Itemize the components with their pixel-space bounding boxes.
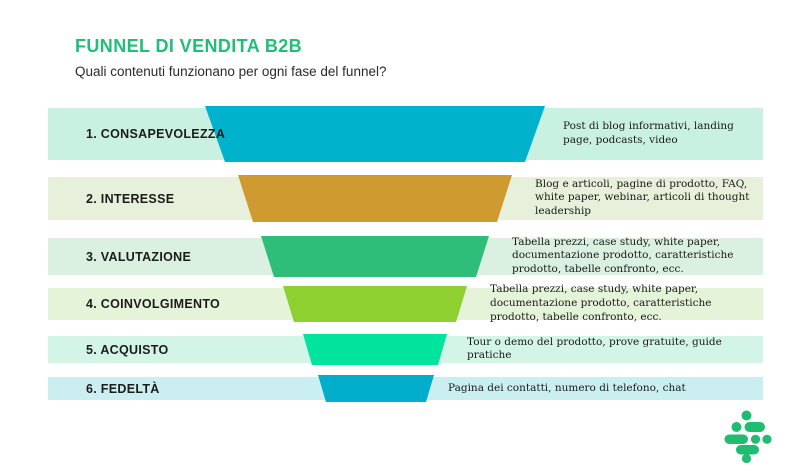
- funnel-stage-row-4: 4. COINVOLGIMENTO Tabella prezzi, case s…: [48, 283, 763, 323]
- stage-label-5: 5. ACQUISTO: [86, 342, 169, 357]
- stage-content-1: Post di blog informativi, landing page, …: [563, 120, 734, 146]
- funnel-shape-6: [318, 375, 434, 402]
- funnel-shape-5: [303, 334, 447, 365]
- funnel-stage-row-3: 3. VALUTAZIONE Tabella prezzi, case stud…: [48, 236, 763, 277]
- stage-label-3: 3. VALUTAZIONE: [86, 249, 192, 264]
- funnel-stage-row-2: 2. INTERESSE Blog e articoli, pagine di …: [48, 175, 763, 222]
- funnel-shape-3: [261, 236, 489, 277]
- page-title: FUNNEL DI VENDITA B2B: [75, 36, 303, 56]
- funnel-stage-row-1: 1. CONSAPEVOLEZZA Post di blog informati…: [48, 106, 763, 162]
- stage-content-3: Tabella prezzi, case study, white paper,…: [512, 235, 734, 276]
- stage-label-2: 2. INTERESSE: [86, 191, 175, 206]
- funnel-stage-row-5: 5. ACQUISTO Tour o demo del prodotto, pr…: [48, 334, 763, 365]
- stage-content-4: Tabella prezzi, case study, white paper,…: [490, 283, 712, 323]
- funnel-shape-4: [283, 286, 467, 322]
- brand-logo-icon: [724, 410, 772, 463]
- stage-label-1: 1. CONSAPEVOLEZZA: [86, 127, 226, 141]
- funnel-shape-2: [238, 175, 512, 222]
- stage-content-2: Blog e articoli, pagine di prodotto, FAQ…: [535, 177, 750, 218]
- stage-label-6: 6. FEDELTÀ: [86, 381, 160, 396]
- stage-content-6: Pagina dei contatti, numero di telefono,…: [448, 381, 686, 394]
- stage-label-4: 4. COINVOLGIMENTO: [86, 297, 221, 311]
- stage-content-5: Tour o demo del prodotto, prove gratuite…: [467, 335, 722, 362]
- funnel-stage-row-6: 6. FEDELTÀ Pagina dei contatti, numero d…: [48, 375, 763, 402]
- funnel-shape-1: [205, 106, 545, 162]
- page-subtitle: Quali contenuti funzionano per ogni fase…: [75, 64, 387, 79]
